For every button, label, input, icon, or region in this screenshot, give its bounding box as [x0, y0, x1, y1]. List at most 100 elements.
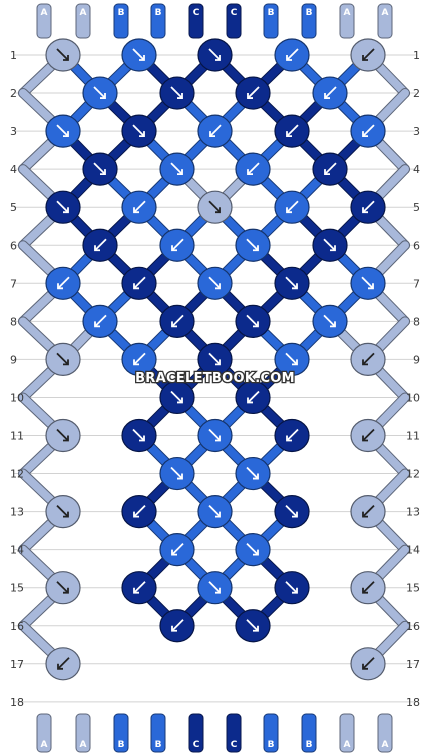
tab-body — [339, 713, 355, 753]
arrowhead-icon — [215, 359, 221, 366]
arrowhead-icon — [247, 397, 253, 404]
arrow-icon — [324, 86, 337, 99]
knot — [350, 190, 386, 224]
arrow-icon — [133, 581, 146, 594]
arrowhead-icon — [177, 93, 183, 99]
strand-label: A — [41, 8, 48, 18]
arrowhead-icon — [362, 131, 368, 138]
arrowhead-icon — [324, 93, 330, 99]
knot — [82, 304, 118, 338]
knot — [82, 152, 118, 186]
knot — [82, 228, 118, 262]
arrow-icon — [133, 276, 146, 289]
strand-label: B — [268, 740, 275, 750]
tab-body — [188, 713, 204, 753]
arrow-icon — [208, 581, 221, 594]
arrow-icon — [362, 124, 375, 137]
knot — [350, 571, 386, 605]
arrow-icon — [56, 200, 69, 213]
knot — [45, 266, 81, 300]
row-label-right: 7 — [413, 277, 420, 290]
arrow-icon — [362, 581, 375, 594]
arrow-icon — [57, 657, 70, 670]
strand-label: B — [118, 8, 125, 18]
row-label-right: 6 — [413, 239, 420, 252]
arrow-icon — [133, 200, 146, 213]
knot — [274, 190, 310, 224]
knot — [274, 495, 310, 529]
arrowhead-icon — [292, 511, 298, 518]
knot — [235, 228, 271, 262]
strand-label: C — [193, 740, 200, 750]
knot — [235, 456, 271, 491]
row-label-left: 15 — [10, 582, 24, 595]
row-label-right: 12 — [406, 468, 420, 481]
knot — [121, 418, 157, 453]
knot — [159, 380, 195, 415]
arrowhead-icon — [362, 511, 368, 518]
knots — [45, 38, 386, 681]
knot — [121, 114, 157, 148]
knot — [159, 228, 195, 262]
top-strand-tab: C — [226, 3, 242, 39]
arrow-icon — [94, 314, 107, 327]
arrowhead-icon — [247, 93, 253, 99]
arrow-icon — [209, 124, 222, 137]
knot — [274, 571, 310, 605]
knot — [350, 647, 386, 681]
arrowhead-icon — [330, 321, 336, 328]
arrowhead-icon — [286, 435, 292, 442]
arrow-icon — [247, 86, 260, 99]
strand-label: A — [382, 8, 389, 18]
strand-label: B — [118, 740, 125, 750]
arrow-icon — [286, 124, 299, 137]
arrowhead-icon — [177, 473, 183, 480]
arrowhead-icon — [324, 169, 330, 176]
arrowhead-icon — [57, 283, 63, 290]
arrow-icon — [247, 390, 260, 404]
arrowhead-icon — [171, 549, 177, 556]
arrow-icon — [247, 162, 260, 175]
arrow-icon — [246, 543, 259, 556]
arrowhead-icon — [209, 131, 215, 138]
arrowhead-icon — [330, 245, 336, 252]
tab-body — [226, 713, 242, 753]
row-label-left: 5 — [10, 201, 17, 214]
watermark: BRACELETBOOK.COM — [135, 371, 295, 386]
arrowhead-icon — [171, 245, 177, 252]
arrowhead-icon — [177, 169, 183, 176]
arrow-icon — [132, 48, 145, 61]
knot — [312, 228, 348, 262]
arrowhead-icon — [133, 511, 139, 518]
knot — [197, 38, 233, 72]
arrow-icon — [93, 162, 106, 175]
arrowhead-icon — [368, 283, 374, 290]
knot — [121, 495, 157, 529]
tab-body — [377, 3, 393, 39]
arrow-icon — [56, 48, 69, 61]
strand-label: B — [155, 740, 162, 750]
arrowhead-icon — [171, 321, 177, 328]
row-label-right: 3 — [413, 125, 420, 138]
arrowhead-icon — [362, 207, 368, 214]
arrowhead-icon — [292, 283, 298, 290]
arrow-icon — [170, 86, 183, 99]
top-strand-tab: A — [339, 3, 355, 39]
arrowhead-icon — [133, 587, 139, 594]
arrowhead-icon — [286, 207, 292, 214]
arrowhead-icon — [362, 359, 368, 366]
arrow-icon — [57, 276, 70, 289]
row-label-left: 14 — [10, 544, 24, 557]
row-label-right: 16 — [406, 620, 420, 633]
row-label-left: 7 — [10, 277, 17, 290]
knot — [45, 495, 81, 529]
knot — [274, 114, 310, 148]
tab-body — [150, 713, 166, 753]
bottom-strand-tab: B — [113, 713, 129, 753]
tab-body — [150, 3, 166, 39]
knot — [350, 418, 386, 453]
arrowhead-icon — [94, 321, 100, 328]
tab-body — [36, 3, 52, 39]
